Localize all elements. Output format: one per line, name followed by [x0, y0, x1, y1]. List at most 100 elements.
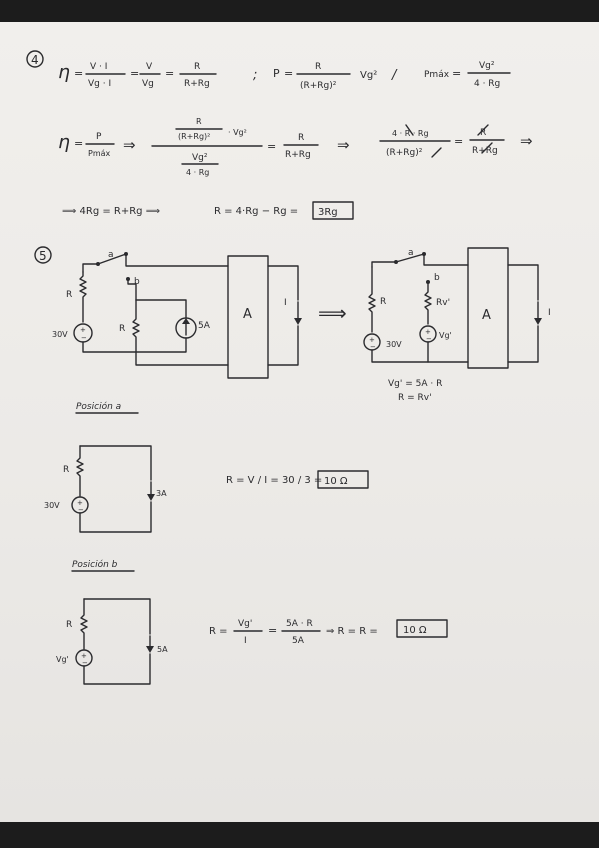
label-r: R: [63, 465, 69, 475]
block-a-left: [227, 255, 269, 379]
problem-number-circle: [26, 50, 44, 68]
line3-start: ⟹ 4Rg = R+Rg ⟹: [62, 206, 160, 217]
equals: =: [284, 67, 293, 80]
block-a-right: [467, 247, 509, 369]
four-rg-den: 4 · Rg: [186, 168, 209, 177]
slash: /: [391, 68, 398, 83]
label-30v: 30V: [386, 340, 402, 349]
position-b-num2: 5A · R: [286, 619, 313, 629]
wire: [125, 253, 229, 267]
source-minus: −: [426, 335, 432, 343]
source-minus: −: [82, 659, 88, 667]
inner-rrg-sq: (R+Rg)²: [178, 132, 210, 141]
wire: [423, 253, 469, 266]
answer-box: [396, 619, 448, 638]
equals: =: [74, 137, 83, 150]
equals: =: [452, 67, 461, 80]
wire: [83, 653, 151, 685]
source-plus: +: [425, 328, 431, 336]
wire: [135, 299, 187, 319]
source-plus: +: [369, 336, 375, 344]
frac-r-den: R+Rg: [184, 79, 210, 89]
label-vg: Vg': [439, 331, 452, 340]
position-b-eq-end: ⇒ R = R =: [326, 626, 378, 637]
frac-p-num: P: [96, 132, 102, 142]
frac-pmax-den: Pmáx: [88, 149, 111, 158]
position-a-equation: R = V / I = 30 / 3 =: [226, 475, 322, 486]
position-b-eq-start: R =: [209, 626, 228, 637]
switch-arm: [97, 253, 127, 265]
relation-r: R = Rv': [398, 393, 432, 403]
switch-arm: [395, 253, 425, 263]
label-i: I: [284, 298, 287, 308]
frac-vg2-num: Vg²: [479, 61, 495, 71]
label-i: I: [548, 308, 551, 318]
line3-result: R = 4·Rg − Rg =: [214, 206, 298, 217]
wire: [267, 325, 299, 366]
frac-vi-num: V · I: [90, 62, 107, 72]
equals: =: [267, 140, 276, 153]
label-r: R: [66, 620, 72, 630]
wire: [79, 501, 152, 533]
label-b: b: [434, 273, 440, 283]
wire: [267, 265, 299, 301]
frac-rrg-sq-den: (R+Rg)²: [300, 81, 337, 91]
frac-v-den: Vg: [142, 79, 154, 89]
resistor-rv: [424, 283, 432, 325]
label-30v: 30V: [52, 330, 68, 339]
label-block-a: A: [243, 307, 252, 322]
current-arrow-head: [182, 318, 190, 324]
vg-squared: Vg²: [360, 70, 377, 81]
equals: =: [268, 624, 277, 637]
rrg-sq-den: (R+Rg)²: [386, 148, 423, 158]
implies-arrow: ⇒: [337, 136, 350, 154]
source-plus: +: [77, 499, 83, 507]
wire: [79, 445, 152, 481]
current-i-arrow-head: [294, 318, 302, 325]
current-arrow-head: [146, 646, 154, 653]
label-a: a: [408, 248, 414, 258]
answer-box: [312, 201, 354, 220]
frac-r-num: R: [298, 133, 304, 143]
wire: [83, 598, 151, 635]
label-rv: Rv': [436, 298, 450, 308]
position-b-den1: I: [244, 636, 247, 646]
wire: [82, 263, 99, 273]
equals: =: [454, 135, 463, 148]
cancel-mark: [481, 142, 493, 154]
position-a-heading: Posición a: [76, 401, 121, 412]
problem-5-number: 5: [39, 249, 47, 263]
problem-4-number: 4: [31, 53, 39, 67]
current-i-arrow-head: [534, 318, 542, 325]
p-symbol: P: [273, 67, 280, 80]
frac-r-num: R: [194, 62, 200, 72]
answer-box: [317, 470, 369, 489]
dot-vg-sq: · Vg²: [228, 128, 247, 137]
source-plus: +: [80, 326, 86, 334]
eta-symbol: η: [58, 61, 70, 83]
equals: =: [165, 67, 174, 80]
notebook-page: 4 η = V · I Vg · I = V Vg = R R+Rg ; P =…: [0, 22, 599, 822]
label-5a: 5A: [198, 321, 211, 331]
node-b-dot: [426, 280, 430, 284]
label-a: a: [108, 250, 114, 260]
resistor-r-right: [368, 266, 376, 333]
resistor-r-mid: [132, 299, 140, 353]
label-r: R: [380, 297, 386, 307]
resistor-r-left: [79, 271, 87, 323]
relation-vg: Vg' = 5A · R: [388, 379, 442, 389]
semicolon: ;: [253, 68, 257, 83]
label-vg: Vg': [56, 655, 69, 664]
position-b-den2: 5A: [292, 636, 305, 646]
label-block-a: A: [482, 308, 491, 323]
wire: [371, 261, 397, 268]
source-minus: −: [78, 506, 84, 514]
handwritten-notes: 4 η = V · I Vg · I = V Vg = R R+Rg ; P =…: [26, 50, 551, 685]
equivalence-arrow: ⟹: [318, 301, 347, 325]
eta-symbol: η: [58, 131, 70, 153]
label-5a: 5A: [157, 645, 168, 654]
wire: [507, 325, 539, 363]
problem-number-circle: [34, 246, 52, 264]
wire: [371, 349, 469, 363]
equals: =: [74, 67, 83, 80]
